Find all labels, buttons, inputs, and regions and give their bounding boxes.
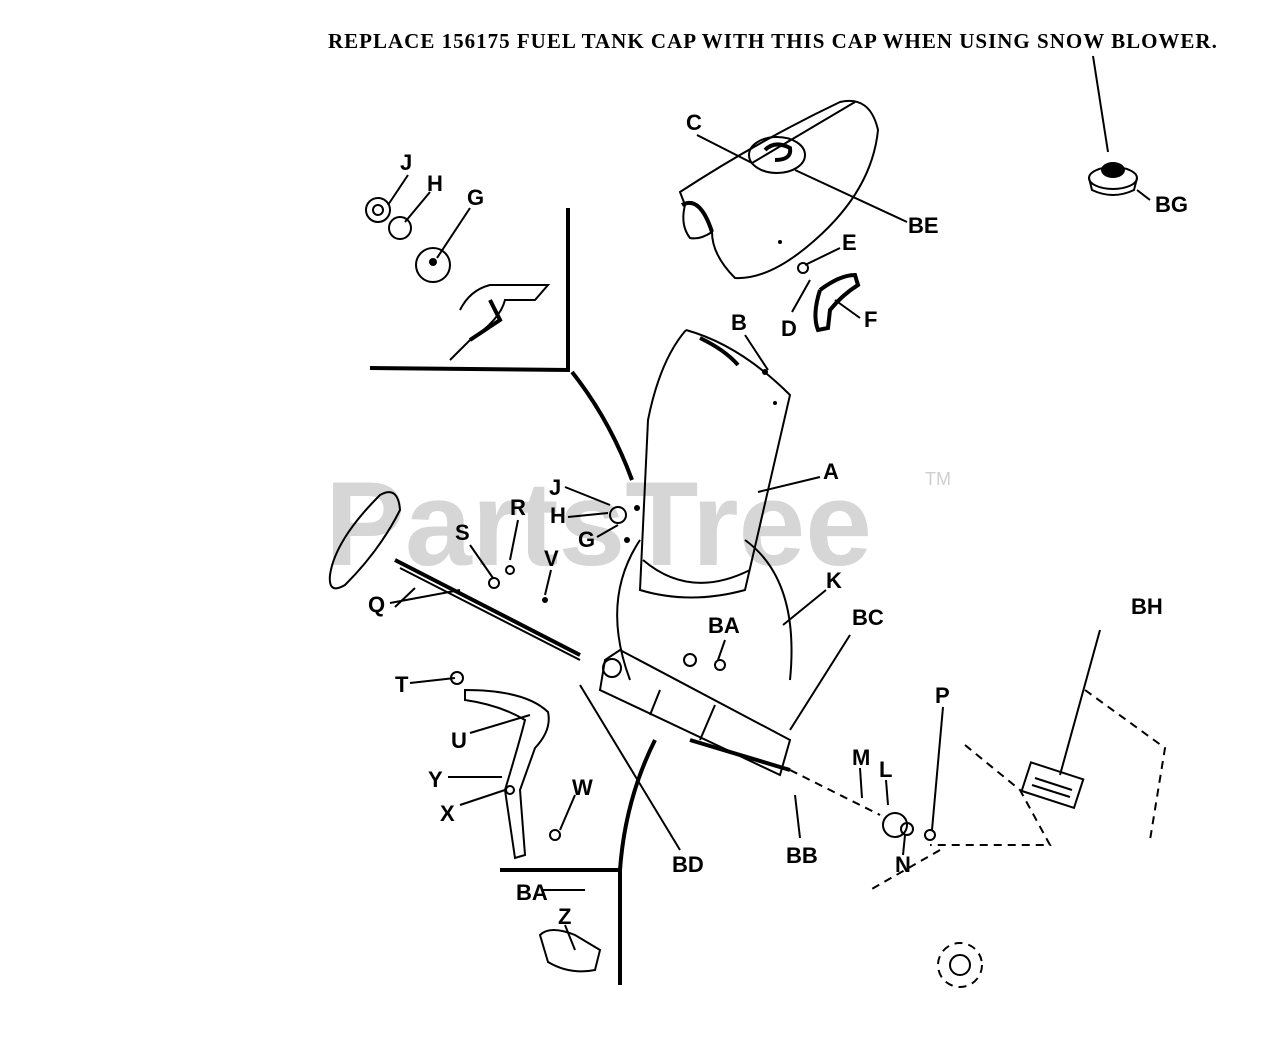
lower-linkage-drawing <box>450 671 602 973</box>
upper-chute-drawing <box>638 329 792 599</box>
part-labels: C BE BG E F D B A J H G J H G R S V Q K … <box>368 110 1188 929</box>
label-ba-mid: BA <box>708 613 740 638</box>
hardware-middle-drawing <box>488 505 726 671</box>
label-c: C <box>686 110 702 135</box>
label-t: T <box>395 672 409 697</box>
label-r: R <box>510 495 526 520</box>
label-l: L <box>879 757 892 782</box>
label-h-top: H <box>427 171 443 196</box>
label-j-top: J <box>400 150 412 175</box>
label-bd: BD <box>672 852 704 877</box>
tractor-panel-drawing <box>869 629 1167 891</box>
label-e: E <box>842 230 857 255</box>
label-d: D <box>781 316 797 341</box>
label-bc: BC <box>852 605 884 630</box>
replacement-note: REPLACE 156175 FUEL TANK CAP WITH THIS C… <box>328 29 1218 53</box>
deflector-handle-drawing <box>778 240 861 333</box>
label-k: K <box>826 568 842 593</box>
hardware-top-left-drawing <box>365 197 551 361</box>
frame-lines-drawing <box>369 208 657 985</box>
label-z: Z <box>558 904 571 929</box>
label-bg: BG <box>1155 192 1188 217</box>
label-bh: BH <box>1131 594 1163 619</box>
label-b: B <box>731 310 747 335</box>
crank-shaft-drawing <box>598 648 936 841</box>
label-x: X <box>440 801 455 826</box>
label-s: S <box>455 520 470 545</box>
control-rod-drawing <box>328 491 581 661</box>
label-j-mid: J <box>549 475 561 500</box>
label-w: W <box>572 775 593 800</box>
label-g-top: G <box>467 185 484 210</box>
label-ba-bottom: BA <box>516 880 548 905</box>
pulley-drawing <box>937 942 983 988</box>
label-u: U <box>451 728 467 753</box>
label-y: Y <box>428 767 443 792</box>
label-h-mid: H <box>550 503 566 528</box>
label-n: N <box>895 852 911 877</box>
label-q: Q <box>368 592 385 617</box>
chute-base-ring-drawing <box>616 539 793 681</box>
leader-lines <box>387 134 944 951</box>
label-p: P <box>935 683 950 708</box>
label-f: F <box>864 307 877 332</box>
label-g-mid: G <box>578 527 595 552</box>
label-be: BE <box>908 213 939 238</box>
label-bb: BB <box>786 843 818 868</box>
fuel-cap-bg-drawing <box>1088 55 1151 201</box>
label-v: V <box>544 546 559 571</box>
chute-deflector-drawing <box>678 99 880 280</box>
label-a: A <box>823 459 839 484</box>
label-m: M <box>852 745 870 770</box>
watermark-trademark: TM <box>925 469 951 489</box>
